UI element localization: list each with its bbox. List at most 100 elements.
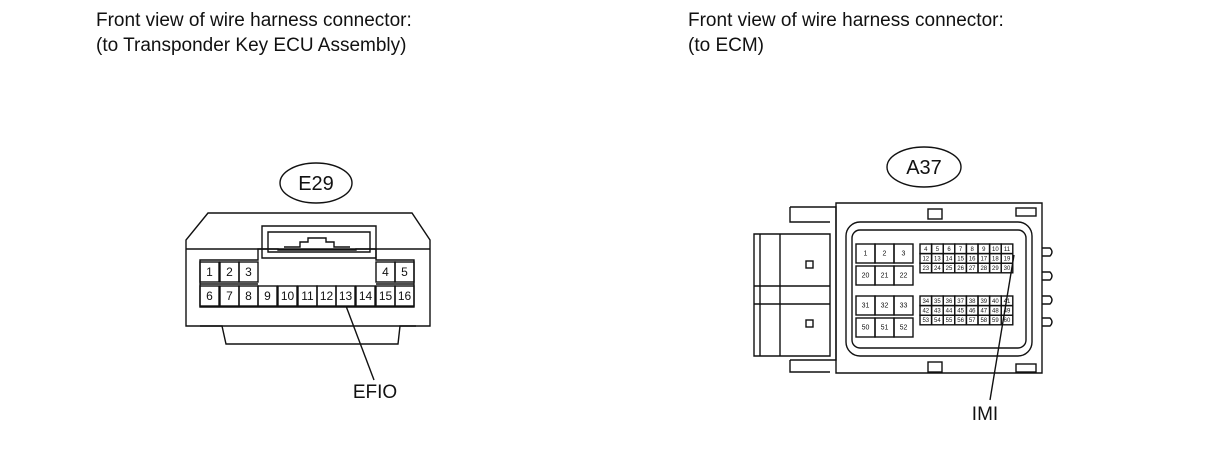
pin-2: 2 <box>874 243 895 264</box>
pin-31: 31 <box>855 295 876 316</box>
leader-line-imi <box>989 254 1015 401</box>
pin-7: 7 <box>219 285 240 307</box>
pin-number: 43 <box>934 309 941 315</box>
pin-35: 35 <box>930 295 944 307</box>
pin-number: 33 <box>900 303 908 310</box>
pin-5: 5 <box>930 243 944 255</box>
pin-cell <box>1000 262 1014 274</box>
pin-1: 1 <box>855 243 876 264</box>
pin-number: 16 <box>398 289 412 303</box>
pin-53: 53 <box>919 314 933 326</box>
pin-9: 9 <box>977 243 991 255</box>
pin-42: 42 <box>919 304 933 316</box>
pin-number: 3 <box>902 251 906 258</box>
pin-15: 15 <box>954 252 968 264</box>
pin-43: 43 <box>930 304 944 316</box>
pin-11: 11 <box>297 285 318 307</box>
pin-50: 50 <box>855 317 876 338</box>
pin-number: 4 <box>924 247 928 253</box>
pin-cell <box>199 261 220 283</box>
housing-rim-outer <box>845 221 1033 357</box>
pin-38: 38 <box>965 295 979 307</box>
pin-number: 56 <box>957 318 964 324</box>
pin-6: 6 <box>199 285 220 307</box>
pin-number: 46 <box>969 309 976 315</box>
pin-cell <box>893 317 914 338</box>
pin-22: 22 <box>893 265 914 286</box>
pin-27: 27 <box>965 262 979 274</box>
pin-cell <box>1000 314 1014 326</box>
pin-number: 60 <box>1004 318 1011 324</box>
pin-13: 13 <box>335 285 356 307</box>
pin-5: 5 <box>394 261 415 283</box>
pin-number: 40 <box>992 299 999 305</box>
pin-26: 26 <box>954 262 968 274</box>
pin-number: 50 <box>862 325 870 332</box>
pin-7: 7 <box>954 243 968 255</box>
pin-number: 11 <box>301 289 314 303</box>
latch-frame <box>261 225 377 259</box>
latch-inner <box>267 231 371 253</box>
pin-48: 48 <box>988 304 1002 316</box>
pin-54: 54 <box>930 314 944 326</box>
pin-number: 10 <box>992 247 999 253</box>
pin-cell <box>257 285 278 307</box>
connector-id-oval-e29 <box>279 162 353 204</box>
pin-17: 17 <box>977 252 991 264</box>
pin-number: 37 <box>957 299 964 305</box>
pin-11: 11 <box>1000 243 1014 255</box>
pin-number: 8 <box>971 247 975 253</box>
pin-number: 35 <box>934 299 941 305</box>
pin-number: 20 <box>862 273 870 280</box>
pin-10: 10 <box>988 243 1002 255</box>
pin-19: 19 <box>1000 252 1014 264</box>
pin-number: 8 <box>245 289 252 303</box>
pin-13: 13 <box>930 252 944 264</box>
pin-number: 13 <box>934 257 941 263</box>
pin-30: 30 <box>1000 262 1014 274</box>
lever-hole-bottom <box>805 319 814 328</box>
pin-number: 39 <box>980 299 987 305</box>
right-caption-line2: (to ECM) <box>688 35 764 56</box>
pin-number: 51 <box>881 325 889 332</box>
pin-cell <box>394 285 415 307</box>
pin-number: 9 <box>982 247 986 253</box>
pin-33: 33 <box>893 295 914 316</box>
pin-56: 56 <box>954 314 968 326</box>
pin-label-imi: IMI <box>972 404 998 425</box>
pin-number: 23 <box>922 266 929 272</box>
pin-number: 32 <box>881 303 889 310</box>
pin-12: 12 <box>919 252 933 264</box>
pin-cell <box>355 285 376 307</box>
pin-28: 28 <box>977 262 991 274</box>
pin-57: 57 <box>965 314 979 326</box>
pin-number: 24 <box>934 266 941 272</box>
pin-number: 15 <box>957 257 964 263</box>
pin-number: 48 <box>992 309 999 315</box>
pin-number: 14 <box>359 289 373 303</box>
pin-8: 8 <box>965 243 979 255</box>
lever-hole-top <box>805 260 814 269</box>
pin-cell <box>238 261 259 283</box>
pin-47: 47 <box>977 304 991 316</box>
pin-52: 52 <box>893 317 914 338</box>
pin-cell <box>893 295 914 316</box>
pin-3: 3 <box>893 243 914 264</box>
pin-number: 7 <box>226 289 233 303</box>
pin-24: 24 <box>930 262 944 274</box>
left-caption: Front view of wire harness connector: (t… <box>96 8 412 58</box>
pin-number: 57 <box>969 318 976 324</box>
pin-cavity-e29 <box>199 248 415 308</box>
pin-51: 51 <box>874 317 895 338</box>
pin-15: 15 <box>375 285 396 307</box>
pin-number: 58 <box>980 318 987 324</box>
pin-number: 21 <box>881 273 889 280</box>
pin-number: 27 <box>969 266 976 272</box>
pin-number: 2 <box>883 251 887 258</box>
pin-12: 12 <box>316 285 337 307</box>
pin-4: 4 <box>375 261 396 283</box>
pin-number: 6 <box>206 289 213 303</box>
pin-1: 1 <box>199 261 220 283</box>
pin-number: 6 <box>947 247 951 253</box>
